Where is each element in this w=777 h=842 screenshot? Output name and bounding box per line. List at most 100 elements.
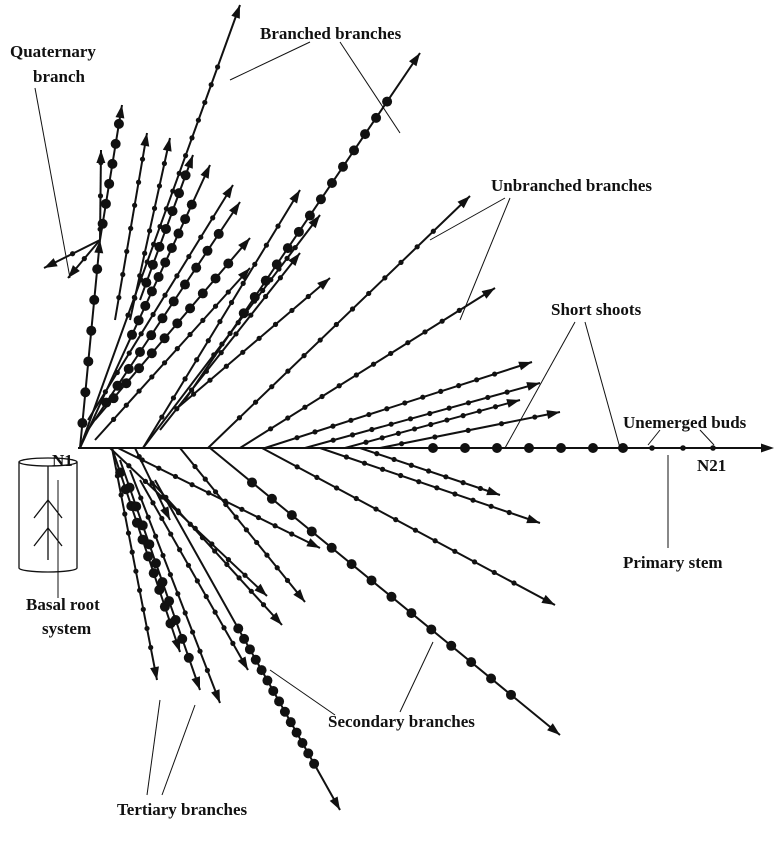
short-shoot-node-dot bbox=[524, 443, 534, 453]
arrowhead-icon bbox=[150, 666, 159, 680]
large-node-dot bbox=[180, 170, 191, 181]
arrowhead-icon bbox=[308, 215, 320, 229]
small-node-dot bbox=[492, 371, 498, 377]
small-node-dot bbox=[192, 525, 198, 531]
small-node-dot bbox=[353, 495, 359, 502]
small-node-dot bbox=[147, 228, 153, 234]
small-node-dot bbox=[263, 242, 270, 248]
large-node-dot bbox=[146, 348, 157, 359]
arrowhead-icon bbox=[238, 238, 250, 251]
large-node-dot bbox=[466, 657, 477, 668]
small-node-dot bbox=[128, 225, 134, 231]
small-node-dot bbox=[170, 188, 176, 194]
large-node-dot bbox=[326, 177, 337, 188]
branch-24 bbox=[379, 410, 561, 449]
small-node-dot bbox=[212, 609, 218, 615]
small-node-dot bbox=[97, 193, 104, 199]
small-node-dot bbox=[159, 515, 165, 522]
small-node-dot bbox=[215, 64, 221, 70]
arrowhead-icon bbox=[191, 676, 200, 690]
label-secondary-branches: Secondary branches bbox=[328, 712, 475, 731]
large-node-dot bbox=[164, 596, 175, 607]
branch-stem bbox=[184, 52, 421, 401]
small-node-dot bbox=[153, 533, 159, 539]
branch-stem bbox=[111, 447, 158, 681]
small-node-dot bbox=[135, 179, 142, 185]
arrowhead-icon bbox=[546, 410, 560, 419]
small-node-dot bbox=[460, 480, 466, 486]
small-node-dot bbox=[205, 338, 211, 344]
branch-11 bbox=[87, 201, 241, 431]
small-node-dot bbox=[353, 372, 359, 378]
arrowhead-icon bbox=[94, 240, 104, 254]
leader-line bbox=[269, 669, 336, 716]
large-node-dot bbox=[147, 259, 158, 270]
small-node-dot bbox=[223, 501, 229, 508]
small-node-dot bbox=[434, 485, 440, 491]
arrowhead-icon bbox=[288, 253, 300, 266]
small-node-dot bbox=[224, 561, 230, 568]
small-node-dot bbox=[136, 388, 142, 394]
small-node-dot bbox=[432, 538, 438, 544]
arrowhead-icon bbox=[269, 612, 282, 625]
arrowhead-icon bbox=[329, 796, 340, 810]
branch-10 bbox=[87, 184, 234, 421]
small-node-dot bbox=[284, 255, 290, 261]
small-node-dot bbox=[470, 497, 476, 503]
large-node-dot bbox=[179, 279, 190, 290]
small-node-dot bbox=[148, 644, 154, 651]
large-node-dot bbox=[303, 748, 314, 759]
small-node-dot bbox=[405, 340, 411, 346]
large-node-dot bbox=[426, 624, 437, 635]
small-node-dot bbox=[81, 256, 87, 262]
small-node-dot bbox=[456, 383, 462, 389]
small-node-dot bbox=[374, 451, 380, 457]
small-node-dot bbox=[373, 506, 379, 512]
small-node-dot bbox=[242, 572, 248, 578]
small-node-dot bbox=[384, 406, 390, 412]
small-node-dot bbox=[133, 568, 139, 574]
large-node-dot bbox=[183, 652, 194, 663]
branch-stem bbox=[129, 469, 221, 704]
large-node-dot bbox=[140, 300, 151, 311]
unemerged-bud-dot bbox=[680, 445, 686, 451]
arrowhead-icon bbox=[506, 399, 520, 408]
small-node-dot bbox=[330, 437, 336, 443]
large-node-dot bbox=[154, 241, 165, 252]
large-node-dot bbox=[134, 347, 145, 358]
small-node-dot bbox=[289, 531, 295, 537]
small-node-dot bbox=[366, 411, 372, 418]
small-node-dot bbox=[366, 290, 372, 297]
large-node-dot bbox=[506, 689, 516, 700]
arrowhead-icon bbox=[160, 506, 170, 520]
large-node-dot bbox=[170, 614, 181, 625]
branch-35 bbox=[261, 447, 556, 606]
large-node-dot bbox=[366, 575, 377, 586]
large-node-dot bbox=[197, 288, 208, 299]
small-node-dot bbox=[412, 527, 419, 533]
small-node-dot bbox=[136, 454, 142, 460]
small-node-dot bbox=[504, 389, 510, 395]
small-node-dot bbox=[336, 383, 342, 389]
branch-1 bbox=[77, 239, 104, 449]
small-node-dot bbox=[118, 492, 124, 498]
branch-34 bbox=[209, 447, 561, 736]
arrowhead-icon bbox=[200, 165, 210, 179]
arrowhead-icon bbox=[518, 361, 532, 371]
branch-stem bbox=[142, 189, 301, 449]
arrowhead-icon bbox=[254, 583, 267, 596]
small-node-dot bbox=[230, 640, 236, 647]
small-node-dot bbox=[233, 514, 239, 520]
small-node-dot bbox=[446, 405, 452, 411]
small-node-dot bbox=[465, 427, 471, 433]
small-node-dot bbox=[491, 569, 497, 576]
branch-16 bbox=[159, 252, 301, 431]
small-node-dot bbox=[186, 253, 192, 260]
small-node-dot bbox=[187, 331, 193, 338]
small-node-dot bbox=[183, 153, 189, 159]
large-node-dot bbox=[121, 378, 132, 389]
large-node-dot bbox=[233, 623, 244, 634]
small-node-dot bbox=[149, 374, 155, 380]
short-shoot-node-dot bbox=[428, 443, 438, 453]
